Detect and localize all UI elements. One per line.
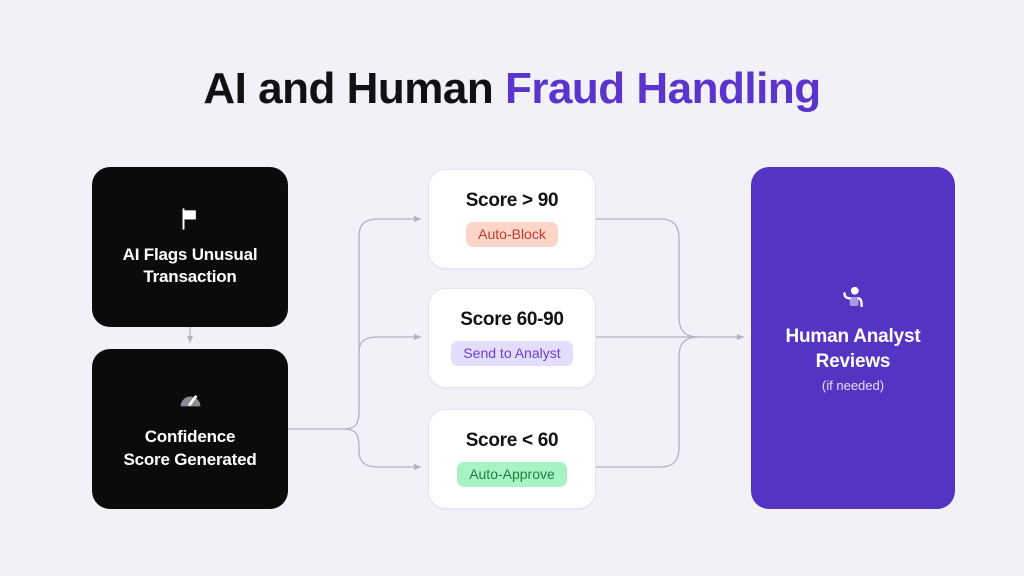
status-badge-send-to-analyst: Send to Analyst xyxy=(451,340,573,366)
connector-branch-mid xyxy=(358,333,421,353)
branch-card-score-mid[interactable]: Score 60-90 Send to Analyst xyxy=(428,288,596,388)
flag-icon xyxy=(177,206,203,232)
branch-score-label: Score 60-90 xyxy=(460,308,564,330)
stage-card-title: AI Flags Unusual Transaction xyxy=(123,244,258,289)
outcome-card-note: (if needed) xyxy=(821,378,885,394)
outcome-card-human-review[interactable]: Human Analyst Reviews (if needed) xyxy=(751,167,955,509)
person-raising-hand-icon xyxy=(838,283,868,313)
stage-card-title-line2: Transaction xyxy=(143,267,237,286)
connector-merge-low xyxy=(596,336,699,468)
stage-card-ai-flag[interactable]: AI Flags Unusual Transaction xyxy=(92,167,288,327)
page-title-accent: Fraud Handling xyxy=(504,64,821,113)
stage-card-title: Confidence Score Generated xyxy=(123,426,256,471)
stage-card-title-line1: AI Flags Unusual xyxy=(122,244,258,264)
outcome-card-title-line2: Reviews xyxy=(815,350,891,372)
stage-card-title-line2: Score Generated xyxy=(123,449,257,469)
branch-score-label: Score > 90 xyxy=(465,189,559,211)
branch-card-score-high[interactable]: Score > 90 Auto-Block xyxy=(428,169,596,269)
page-title-plain: AI and Human xyxy=(203,64,505,113)
status-badge-auto-approve: Auto-Approve xyxy=(457,461,567,487)
outcome-card-title-line1: Human Analyst xyxy=(785,325,921,347)
outcome-card-title: Human Analyst Reviews xyxy=(785,325,920,374)
stage-card-confidence[interactable]: Confidence Score Generated xyxy=(92,349,288,509)
stage-card-title-line1: Confidence xyxy=(144,427,236,447)
connector-branch-high xyxy=(342,215,421,430)
page-title: AI and Human Fraud Handling xyxy=(0,64,1024,114)
connector-branch-low xyxy=(342,428,421,471)
branch-card-score-low[interactable]: Score < 60 Auto-Approve xyxy=(428,409,596,509)
status-badge-auto-block: Auto-Block xyxy=(466,221,558,247)
branch-score-label: Score < 60 xyxy=(465,429,559,451)
connector-merge-high xyxy=(596,218,699,338)
gauge-icon xyxy=(177,387,204,414)
